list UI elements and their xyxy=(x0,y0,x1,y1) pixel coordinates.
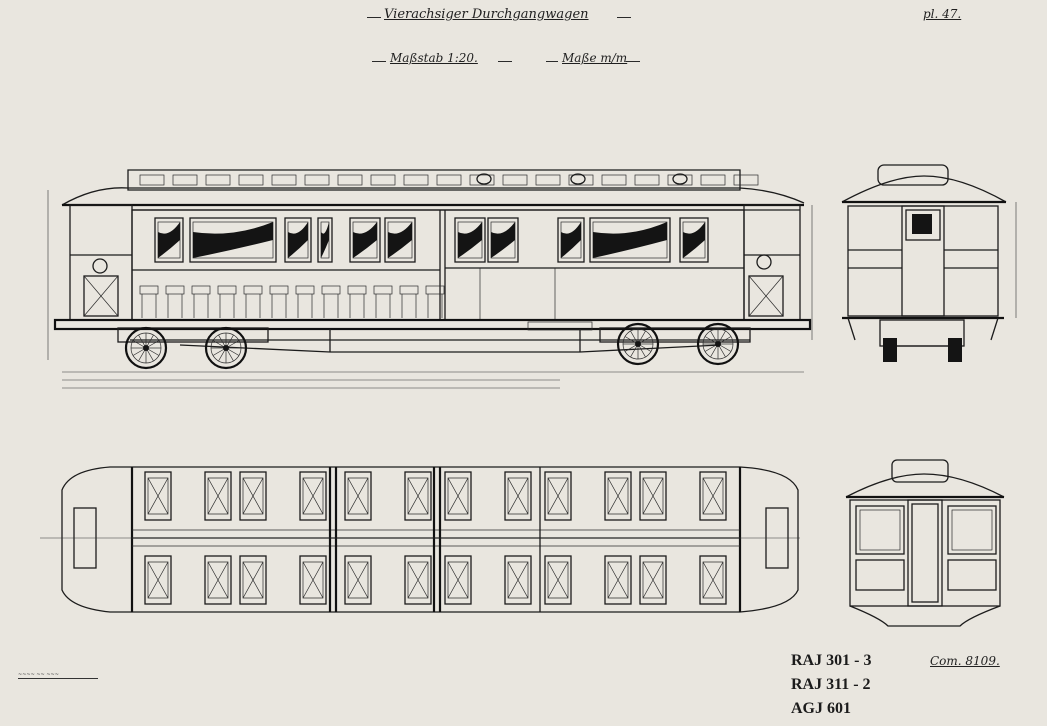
units-dash-left xyxy=(546,61,558,63)
units-dash-right xyxy=(626,61,640,63)
end-elevation xyxy=(841,164,1017,362)
reference-2: RAJ 311 - 2 xyxy=(791,676,871,693)
scale-dash-left xyxy=(372,61,386,63)
reference-3: AGJ 601 xyxy=(791,700,851,717)
scale-label: Maßstab 1:20. xyxy=(390,51,478,65)
floor-plan xyxy=(40,466,800,613)
title-dash-right xyxy=(617,17,631,19)
scale-dash-right xyxy=(498,61,512,63)
end-section xyxy=(845,459,1005,627)
title-dash-left xyxy=(367,17,381,19)
units-label: Maße m/m xyxy=(562,51,628,65)
reference-1: RAJ 301 - 3 xyxy=(791,652,872,669)
drawing-title: Vierachsiger Durchgangwagen xyxy=(384,7,589,22)
plate-number: pl. 47. xyxy=(923,7,962,21)
side-elevation xyxy=(47,169,813,389)
draughtsman-signature: ~~~~ ~~ ~~~ xyxy=(18,672,98,679)
commission-number: Com. 8109. xyxy=(930,654,1000,668)
